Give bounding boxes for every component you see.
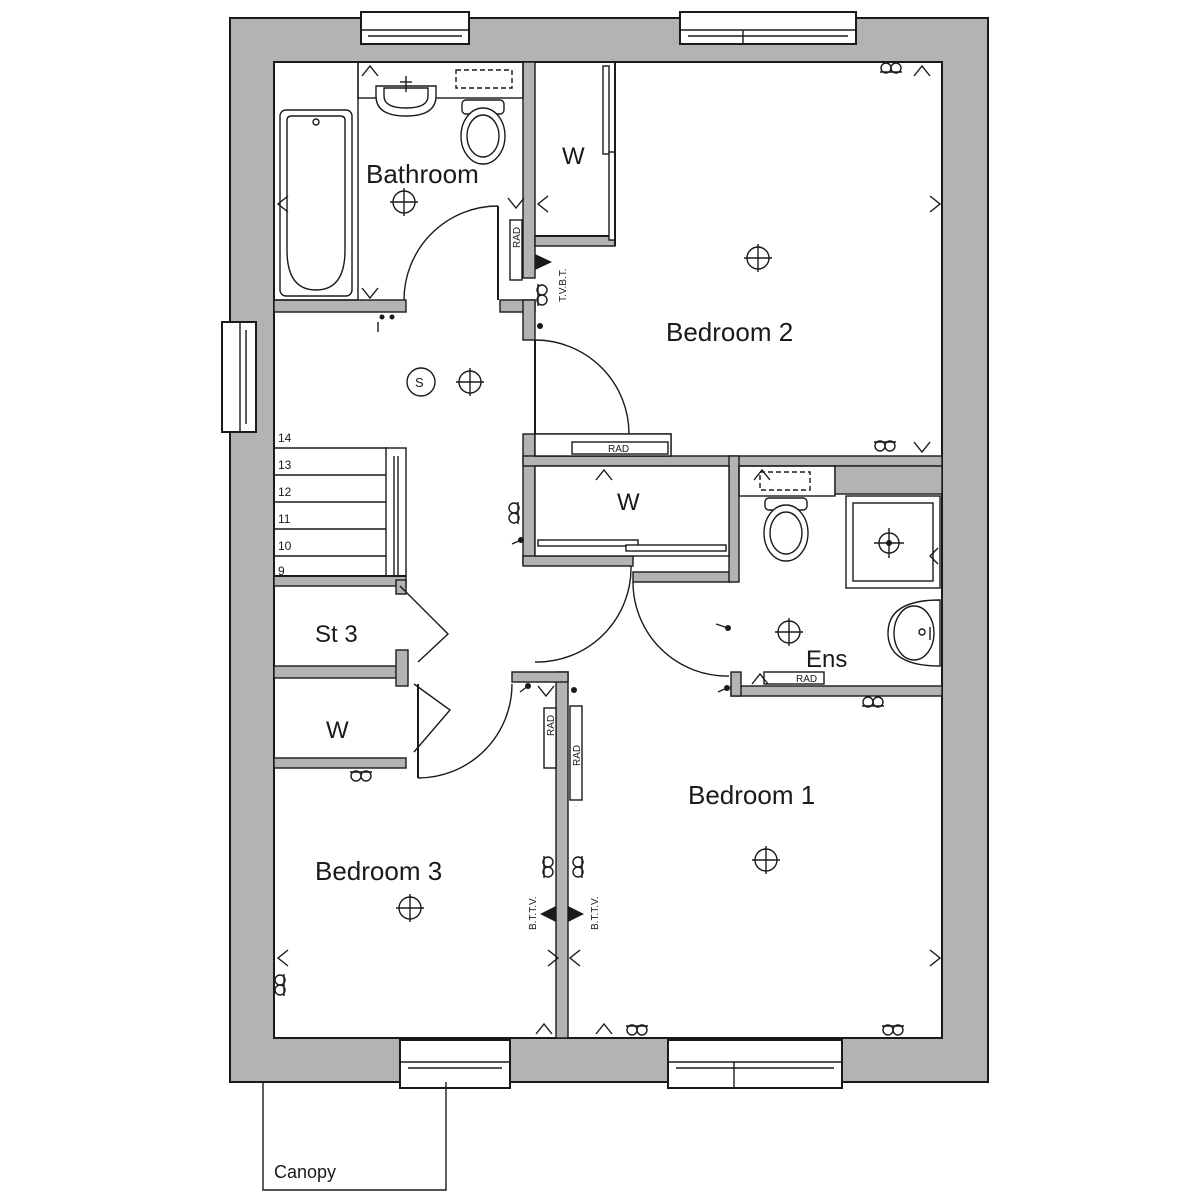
radiator-label: RAD [546,715,557,736]
double-socket-icon [862,696,884,708]
wardrobe-bedroom-2: W [535,62,616,246]
light-switch-icon [511,537,524,545]
light-switch-icon [537,323,543,329]
double-socket-icon [350,770,372,782]
window-bedroom-2 [679,11,857,45]
radiator-label: RAD [608,444,629,455]
staircase: 14 13 12 11 10 9 [274,431,407,578]
light-switch-icon [717,685,730,693]
canopy-label: Canopy [274,1162,336,1182]
wardrobe-landing: W [534,465,730,557]
toilet [455,69,513,165]
window-bedroom-3 [399,1039,511,1089]
tv-bt-point-bedroom-3: B.T.T.V. [528,896,556,930]
tv-bt-point-bedroom-2: T.V.B.T. [535,254,569,302]
wardrobe-bedroom-3: W [326,683,452,753]
smoke-detector: S [406,367,436,397]
radiator-landing: RAD [571,441,669,455]
basin [375,76,437,117]
light-switch-icon [571,687,577,693]
light-point-icon [396,894,424,922]
radiator-bedroom-3: RAD [543,707,557,769]
radiator-bedroom-1: RAD [569,705,583,801]
bedroom-1-label: Bedroom 1 [688,780,815,810]
radiator-bathroom: RAD [509,219,523,281]
ensuite-toilet [759,471,811,562]
door-bedroom-3 [417,683,513,779]
double-socket-icon [626,1024,648,1036]
bathroom-fittings: Bathroom [273,61,524,301]
ensuite-basin [887,599,941,667]
double-socket-icon [542,856,554,878]
bt-tv-label: B.T.T.V. [590,896,601,930]
stair-step-12: 12 [278,485,292,499]
double-socket-icon [508,502,520,524]
internal-walls [273,61,943,1039]
light-switch-icon [519,683,531,693]
stair-step-11: 11 [278,512,291,526]
ensuite-label: Ens [806,646,847,673]
window-landing [221,321,257,433]
double-socket-icon [572,856,584,878]
stair-step-9: 9 [278,564,285,578]
door-bathroom [403,205,499,301]
sockets [274,62,904,1036]
stair-step-10: 10 [278,539,292,553]
light-point-icon [456,368,484,396]
light-switch-icon [715,623,731,631]
bedroom-3-label: Bedroom 3 [315,856,442,886]
radiator-label: RAD [512,227,523,248]
tv-bt-label: T.V.B.T. [558,268,569,302]
double-socket-icon [274,974,286,996]
bedroom-2-label: Bedroom 2 [666,317,793,347]
bathroom-label: Bathroom [366,159,479,189]
radiators: RAD RAD RAD RAD RAD [509,219,825,801]
double-socket-icon [874,440,896,452]
door-ensuite [632,581,730,677]
bath [279,109,353,297]
radiator-ensuite: RAD [763,671,825,685]
ceiling-lights [390,188,803,922]
double-socket-icon [880,62,902,74]
light-point-icon [744,244,772,272]
switches [377,314,731,693]
bt-tv-label: B.T.T.V. [528,896,539,930]
door-bedroom-2 [534,339,630,435]
doors [403,205,730,779]
ensuite-fittings: Ens [738,465,943,673]
canopy: Canopy [262,1082,447,1191]
double-socket-icon [536,284,548,306]
windows [221,11,857,1089]
wardrobe-label-landing: W [617,489,640,516]
smoke-detector-label: S [415,375,424,390]
wardrobe-label-bed3: W [326,717,349,744]
light-point-icon [775,618,803,646]
wardrobe-label-bed2: W [562,143,585,170]
store-label: St 3 [315,621,358,648]
radiator-label: RAD [796,674,817,685]
tv-bt-point-bedroom-1: B.T.T.V. [568,896,601,930]
door-bedroom-1 [534,565,632,663]
radiator-label: RAD [572,745,583,766]
light-point-icon [390,188,418,216]
store-cupboard: St 3 [315,585,450,663]
light-point-icon [752,846,780,874]
stair-step-14: 14 [278,431,292,445]
shower-tray [845,495,941,589]
stair-step-13: 13 [278,458,292,472]
double-socket-icon [882,1024,904,1036]
chevrons [276,64,942,1035]
room-labels: Bedroom 2 Bedroom 1 Bedroom 3 [315,317,815,886]
window-bedroom-1 [667,1039,843,1089]
light-switch-icon [377,314,395,332]
window-bathroom [360,11,470,45]
